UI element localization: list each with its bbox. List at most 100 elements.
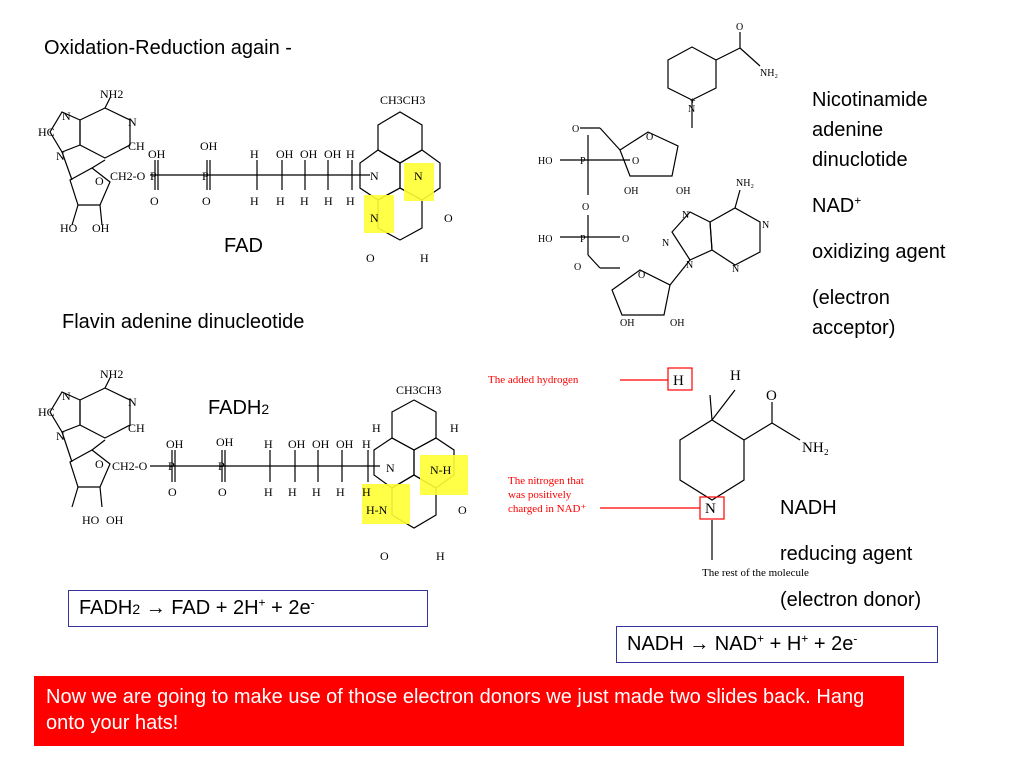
eq1-fadh: FADH — [79, 597, 133, 619]
nadh-equation-box: NADH → NAD+ + H+ + 2e- — [616, 626, 938, 663]
nad-symbol: NAD+ — [812, 194, 861, 218]
fadh2-h-ring1: H — [372, 421, 381, 435]
fadh2-oh3: OH — [336, 437, 354, 451]
fad-n-ring2: N — [414, 169, 423, 183]
fad-label: FAD — [224, 235, 263, 257]
nadh-symbol: NADH — [780, 497, 837, 519]
fad-n2: N — [128, 115, 137, 129]
nad-symbol-text: NAD — [812, 195, 855, 217]
fad-ch: CH — [128, 139, 145, 153]
nad-n-ad4: N — [686, 260, 693, 271]
highlights — [362, 163, 468, 524]
fad-h4: H — [276, 194, 285, 208]
fad-oh3: OH — [324, 147, 342, 161]
fadh2-oh-ribose: OH — [106, 513, 124, 527]
nad-oh-r2a: OH — [620, 318, 634, 329]
fad-n-ring3: N — [370, 211, 379, 225]
fadh2-o1: O — [458, 503, 467, 517]
fadh2-h2: H — [362, 437, 371, 451]
slide-title: Oxidation-Reduction again - — [44, 37, 292, 59]
nadh-annotations — [600, 367, 725, 520]
nad-n-ad3: N — [662, 238, 669, 249]
fad-p2: P — [202, 169, 209, 183]
fad-p1-o: O — [150, 194, 159, 208]
fad-n1: N — [62, 109, 71, 123]
fadh2-p1-o: O — [168, 485, 177, 499]
nad-ho2: HO — [538, 234, 552, 245]
fadh2-oh1: OH — [288, 437, 306, 451]
nad-n-ad1: N — [682, 210, 689, 221]
eq1-e: + 2e — [265, 597, 311, 619]
nad-role-note-line1: (electron — [812, 287, 890, 309]
eq2-sup3: - — [853, 631, 858, 646]
nadh-o: O — [766, 388, 777, 404]
fad-oh-ribose: OH — [92, 221, 110, 235]
fad-p1: P — [150, 169, 157, 183]
fadh2-h3: H — [264, 485, 273, 499]
nadh-ann-nitrogen-2: was positively — [508, 489, 572, 501]
eq1-sup2: - — [310, 595, 315, 610]
fad-o1: O — [444, 211, 453, 225]
fadh2-n3: N — [56, 429, 65, 443]
nad-symbol-sup: + — [854, 193, 862, 208]
fad-h-ring: H — [420, 251, 429, 265]
fad-h7: H — [346, 194, 355, 208]
nad-role: oxidizing agent — [812, 241, 946, 263]
fadh2-label: FADH2 — [208, 396, 269, 420]
nad-p1: P — [580, 156, 586, 167]
nad-role-note-line2: acceptor) — [812, 317, 896, 339]
nad-o-bridge: O — [582, 202, 589, 213]
fadh2-nh: N-H — [430, 463, 452, 477]
fad-nh2: NH2 — [100, 87, 123, 101]
nad-oh-r2b: OH — [670, 318, 684, 329]
fad-h1: H — [250, 147, 259, 161]
eq1-sup1: + — [258, 595, 266, 610]
fad-hc: HC — [38, 125, 55, 139]
fadh2-o2: O — [380, 549, 389, 563]
fad-o2: O — [366, 251, 375, 265]
fad-p1-oh: OH — [148, 147, 166, 161]
nad-o-amide: O — [736, 22, 743, 33]
fad-h5: H — [300, 194, 309, 208]
nad-oh-r1b: OH — [676, 186, 690, 197]
fadh2-label-sub: 2 — [261, 401, 270, 417]
fad-n3: N — [56, 149, 65, 163]
fad-ho: HO — [60, 221, 78, 235]
eq2-h: + H — [764, 633, 802, 655]
eq2-nadh: NADH — [627, 633, 690, 655]
fadh2-ch2o: CH2-O — [112, 459, 148, 473]
eq2-sup1: + — [757, 631, 765, 646]
eq1-sub: 2 — [132, 601, 141, 617]
eq2-e: + 2e — [808, 633, 854, 655]
fadh2-p1-oh: OH — [166, 437, 184, 451]
eq2-sup2: + — [801, 631, 809, 646]
nad-name-line3: dinuclotide — [812, 149, 908, 171]
fadh2-p2-o: O — [218, 485, 227, 499]
nadh-n: N — [705, 501, 716, 517]
eq1-fad: FAD + 2H — [165, 597, 259, 619]
fadh2-h-ring3: H — [436, 549, 445, 563]
nad-name-line2: adenine — [812, 119, 884, 141]
nad-oh-r1a: OH — [624, 186, 638, 197]
fad-p2-oh: OH — [200, 139, 218, 153]
fad-oh1: OH — [276, 147, 294, 161]
fadh2-hc: HC — [38, 405, 55, 419]
fad-oh2: OH — [300, 147, 318, 161]
nad-nh2-adenine: NH₂ — [736, 178, 754, 189]
fadh2-o-ribose: O — [95, 457, 104, 471]
fadh2-ho: HO — [82, 513, 100, 527]
nadh-nh2: NH₂ — [802, 440, 829, 456]
nad-name-line1: Nicotinamide — [812, 89, 928, 111]
eq2-nad: NAD — [709, 633, 758, 655]
nadh-ann-added-h: The added hydrogen — [488, 374, 579, 386]
nadh-role-note: (electron donor) — [780, 589, 922, 611]
fad-h6: H — [324, 194, 333, 208]
nad-n-pyridinium: N — [688, 104, 695, 115]
fadh2-h5: H — [312, 485, 321, 499]
fadh2-h1: H — [264, 437, 273, 451]
fadh2-p2: P — [218, 459, 225, 473]
fad-n-ring1: N — [370, 169, 379, 183]
fad-ch2o: CH2-O — [110, 169, 146, 183]
nadh-ann-rest: The rest of the molecule — [702, 567, 809, 579]
